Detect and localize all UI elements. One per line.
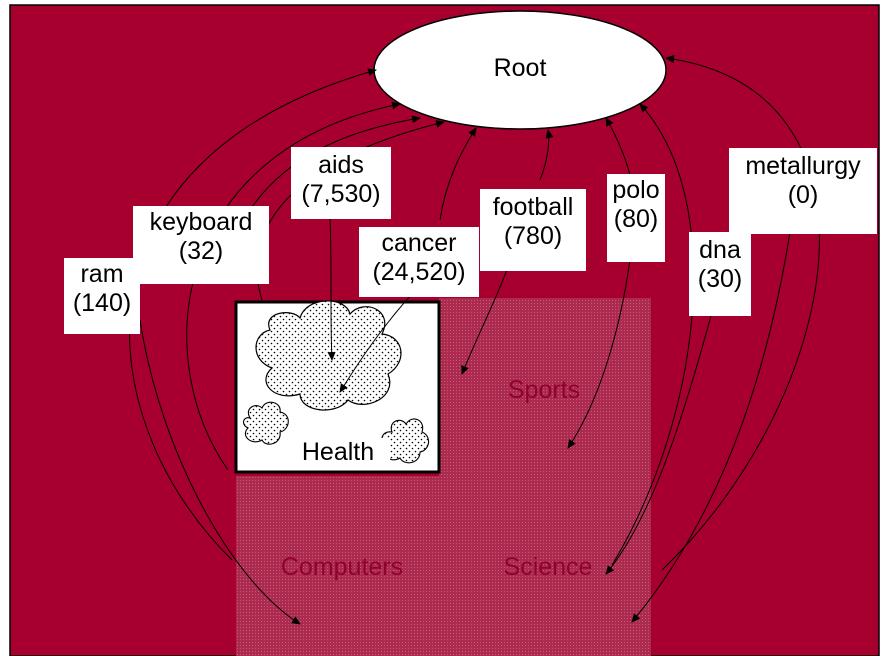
term-label-dna: dna (30) — [689, 232, 751, 316]
term-keyboard: keyboard — [149, 208, 253, 236]
term-dna-count: (30) — [697, 265, 743, 293]
edge-metallurgy-root — [661, 55, 820, 571]
edge-dna-science — [605, 311, 713, 575]
edge-cancer-root — [439, 127, 477, 221]
term-label-aids: aids (7,530) — [291, 147, 391, 219]
computers-region — [236, 476, 444, 656]
term-label-keyboard: keyboard (32) — [133, 206, 269, 284]
term-label-cancer: cancer (24,520) — [359, 227, 479, 297]
term-polo: polo — [612, 176, 660, 204]
term-label-football: football (780) — [480, 189, 586, 271]
term-ram-count: (140) — [72, 289, 132, 317]
term-football: football — [492, 193, 574, 221]
edge-polo-sports — [567, 259, 631, 449]
root-label: Root — [493, 54, 547, 82]
term-polo-count: (80) — [613, 205, 659, 233]
term-cancer-count: (24,520) — [372, 258, 466, 286]
health-cloud-large — [255, 300, 402, 411]
edge-sports-root — [539, 129, 554, 181]
term-links — [139, 217, 791, 625]
term-dna: dna — [699, 236, 741, 264]
term-label-polo: polo (80) — [607, 174, 665, 262]
health-cloud-small-left — [242, 401, 289, 445]
term-football-count: (780) — [503, 222, 563, 250]
term-cancer: cancer — [381, 229, 457, 257]
category-label-health: Health — [286, 438, 390, 467]
category-label-science: Science — [503, 553, 593, 581]
term-metallurgy-count: (0) — [787, 181, 819, 209]
edge-science-root — [611, 103, 695, 566]
term-aids-count: (7,530) — [301, 180, 381, 208]
edge-ram-computers — [139, 319, 301, 625]
term-ram: ram — [80, 260, 124, 288]
term-keyboard-count: (32) — [178, 237, 224, 265]
edge-cancer-health — [339, 295, 411, 393]
edge-aids-health — [327, 217, 336, 361]
edge-metallurgy-science — [631, 231, 791, 623]
term-metallurgy: metallurgy — [745, 152, 861, 180]
category-label-computers: Computers — [280, 553, 404, 581]
edge-keyboard-root — [249, 115, 421, 211]
category-label-sports: Sports — [507, 376, 581, 404]
edge-football-sports — [461, 261, 511, 375]
science-region — [444, 476, 651, 656]
term-aids: aids — [318, 151, 364, 179]
term-label-metallurgy: metallurgy (0) — [729, 148, 877, 234]
sports-region — [439, 298, 651, 478]
term-label-ram: ram (140) — [64, 258, 140, 334]
